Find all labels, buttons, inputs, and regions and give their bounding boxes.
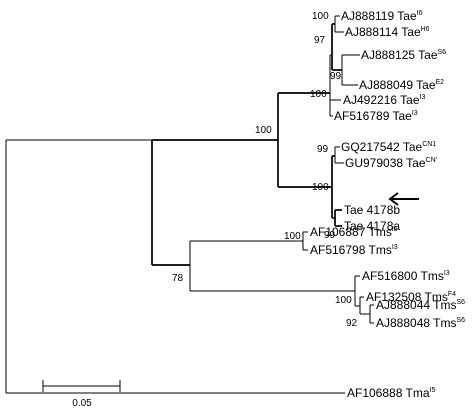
- bootstrap-values: 100 97 99 100 100 99 100 99 100 78 100 9…: [172, 11, 358, 329]
- leaf-label: AJ492216 TaeI3: [343, 93, 425, 107]
- leaf-label: Tae 4178b: [344, 203, 400, 217]
- bootstrap-value: 100: [255, 125, 272, 136]
- bootstrap-value: 100: [312, 182, 329, 193]
- leaf-label: GQ217542 TaeCN1: [341, 140, 436, 154]
- leaf-label: AJ888114 TaeH6: [345, 25, 430, 39]
- bootstrap-value: 100: [335, 295, 352, 306]
- leaf-label: AJ888125 TaeS6: [361, 48, 446, 62]
- bootstrap-value: 99: [324, 230, 336, 241]
- bootstrap-value: 100: [312, 11, 329, 22]
- leaf-labels: AJ888119 TaeI6 AJ888114 TaeH6 AJ888125 T…: [310, 9, 465, 400]
- leaf-label: AF106888 TmaI5: [347, 386, 435, 400]
- bootstrap-value: 97: [314, 35, 326, 46]
- scale-bar-label: 0.05: [72, 398, 92, 409]
- bootstrap-value: 100: [310, 89, 327, 100]
- leaf-label: Tae 4178a: [344, 219, 400, 233]
- bootstrap-value: 78: [172, 273, 184, 284]
- leaf-label: AJ888119 TaeI6: [341, 9, 423, 23]
- scale-bar-rendered: [42, 380, 121, 392]
- bootstrap-value: 99: [330, 71, 342, 82]
- bootstrap-value: 100: [284, 231, 301, 242]
- leaf-label: AF516789 TaeI3: [334, 109, 418, 123]
- leaf-label: AJ888044 TmsS6: [376, 298, 465, 312]
- leaf-label: AF132508 TmsF4: [366, 290, 456, 304]
- bootstrap-value: 92: [346, 318, 358, 329]
- leaf-label: AF106887 TmsI5: [310, 225, 398, 239]
- left-arrow-icon: [388, 192, 419, 206]
- leaf-label: AJ888048 TmsS6: [376, 316, 465, 330]
- leaf-label: GU979038 TaeCN': [345, 156, 437, 170]
- tree-branches: [5, 15, 374, 394]
- leaf-label: AF516798 TmsI3: [310, 243, 398, 257]
- leaf-label: AF516800 TmsI3: [362, 269, 450, 283]
- bootstrap-value: 99: [317, 144, 329, 155]
- leaf-label: AJ888049 TaeE2: [359, 78, 444, 92]
